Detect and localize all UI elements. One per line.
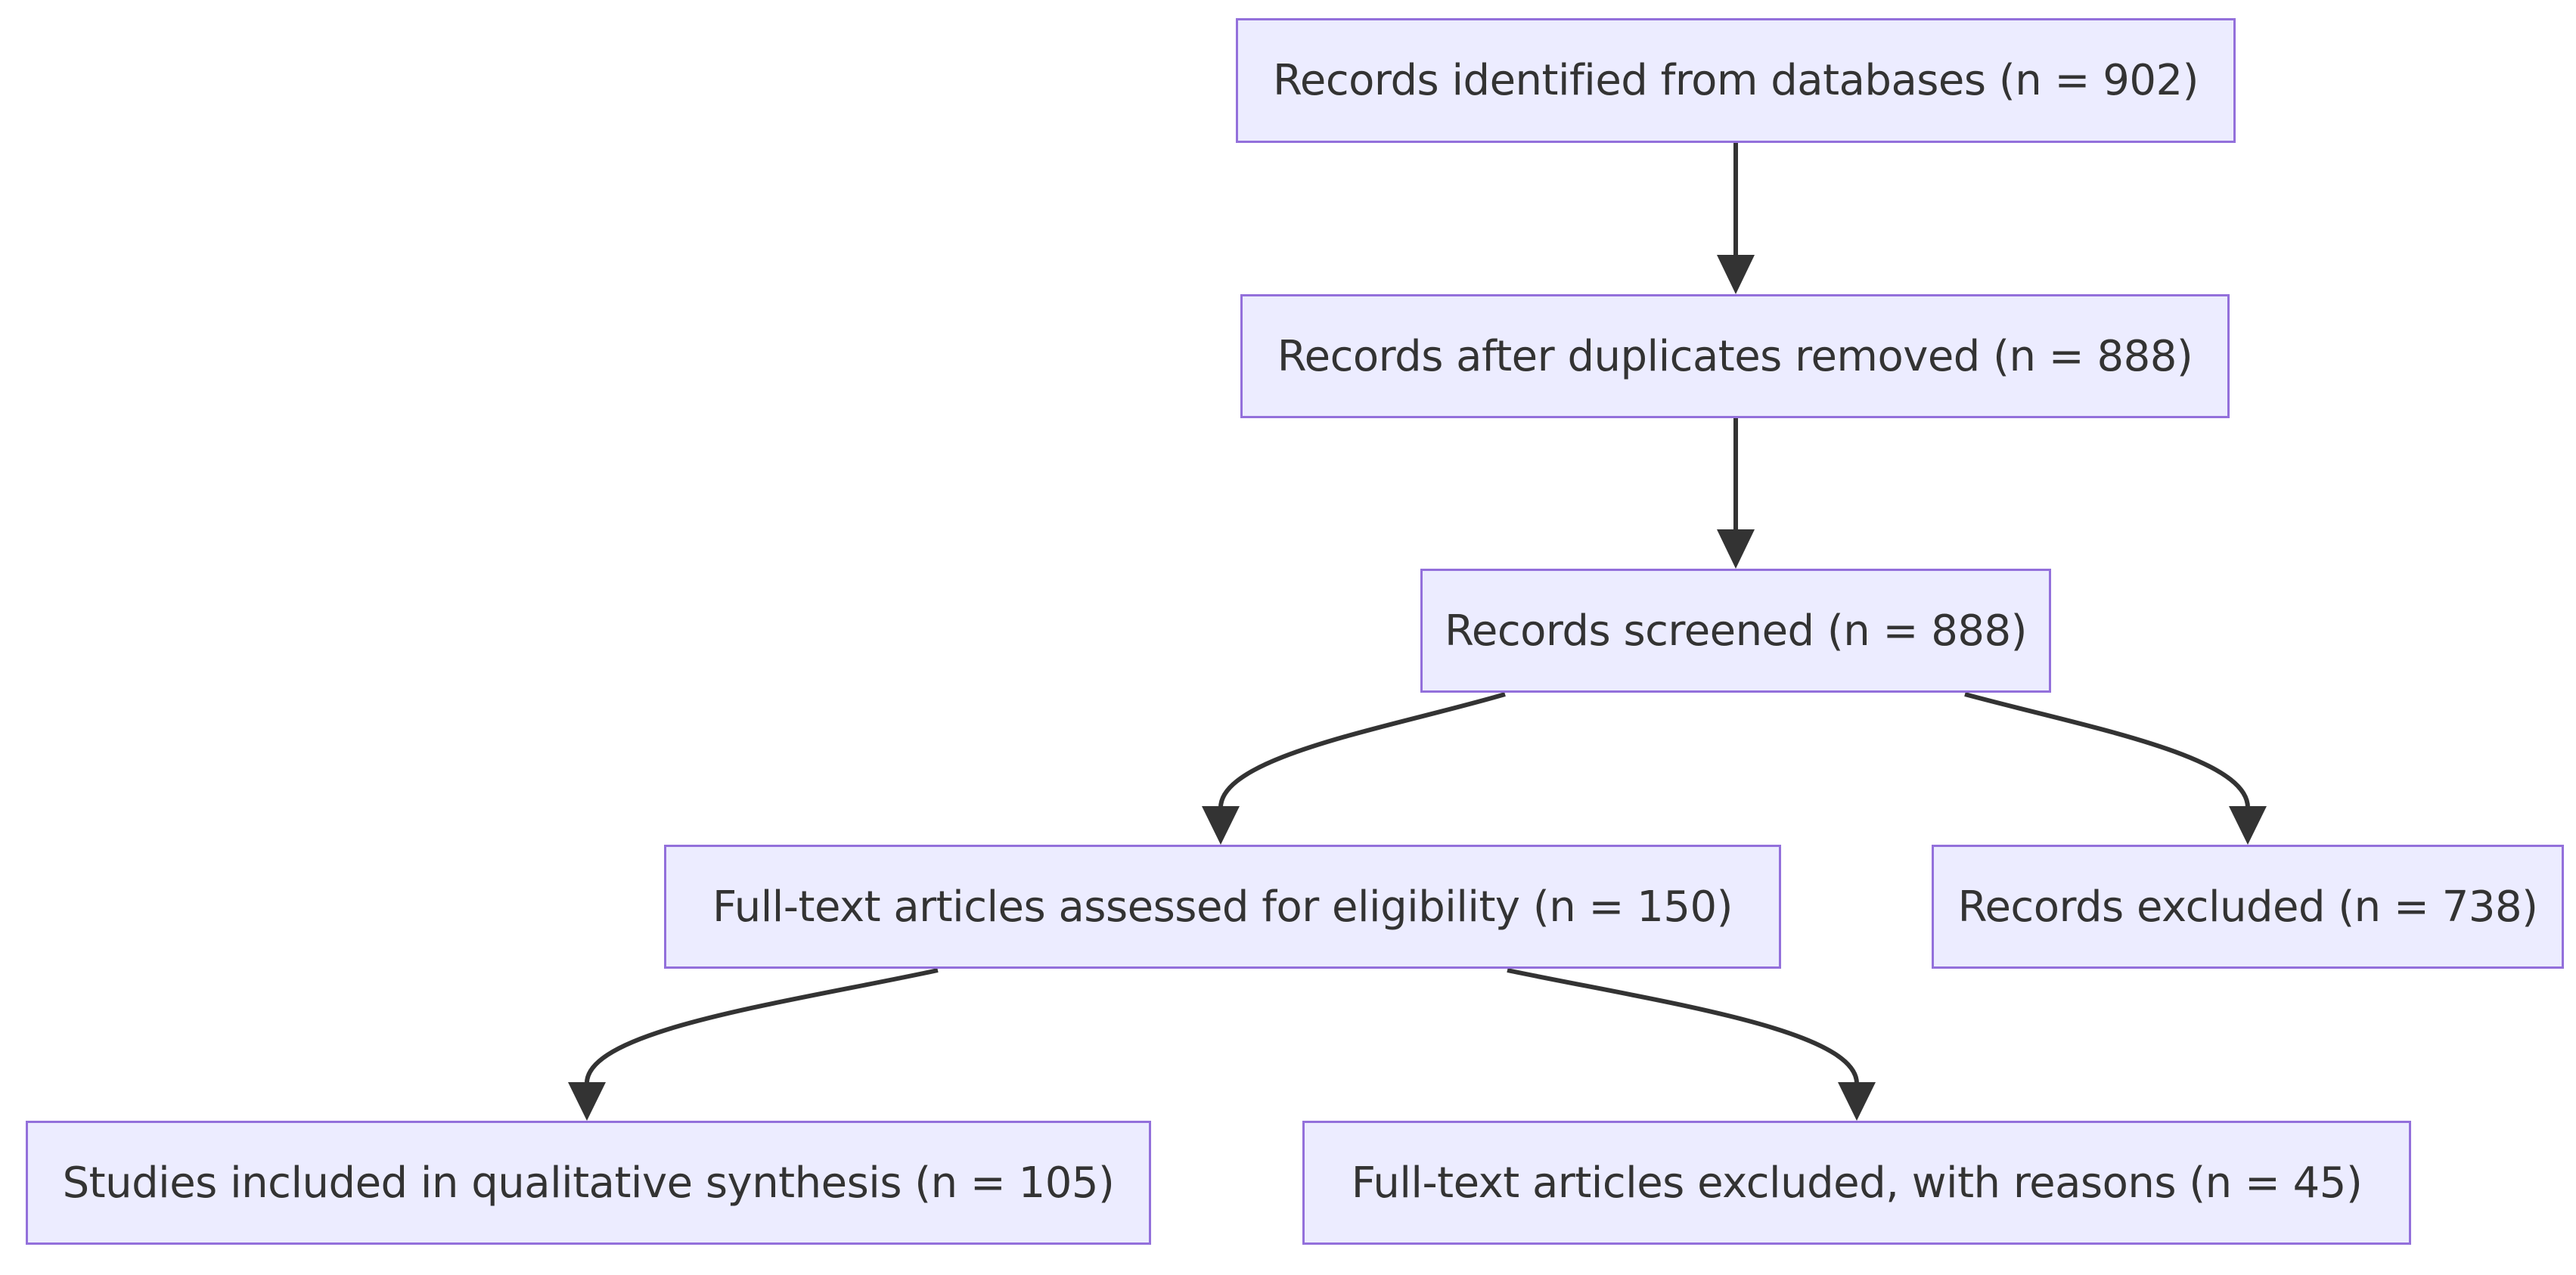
arrowhead-excluded <box>2229 806 2267 845</box>
edge-screened-to-fulltext <box>1218 692 1506 810</box>
arrowhead-included <box>568 1082 606 1121</box>
node-records-screened-label: Records screened (n = 888) <box>1444 606 2028 656</box>
node-fulltext-excluded-label: Full-text articles excluded, with reason… <box>1351 1158 2363 1208</box>
node-records-screened: Records screened (n = 888) <box>1420 569 2051 693</box>
edge-fulltext-to-fulltext-excluded <box>1507 968 1860 1086</box>
edge-screened-to-excluded <box>1964 692 2251 810</box>
node-records-excluded: Records excluded (n = 738) <box>1932 845 2564 969</box>
edge-fulltext-to-included <box>584 968 939 1086</box>
node-fulltext-assessed: Full-text articles assessed for eligibil… <box>664 845 1781 969</box>
node-fulltext-assessed-label: Full-text articles assessed for eligibil… <box>712 882 1733 932</box>
arrowhead-fulltext-excluded <box>1838 1082 1876 1121</box>
node-studies-included: Studies included in qualitative synthesi… <box>26 1121 1151 1245</box>
node-fulltext-excluded: Full-text articles excluded, with reason… <box>1302 1121 2411 1245</box>
node-records-excluded-label: Records excluded (n = 738) <box>1957 882 2538 932</box>
arrowhead-screened <box>1717 529 1755 569</box>
arrowhead-fulltext <box>1202 806 1240 845</box>
node-records-identified-label: Records identified from databases (n = 9… <box>1273 56 2199 105</box>
node-duplicates-removed-label: Records after duplicates removed (n = 88… <box>1277 331 2193 381</box>
node-duplicates-removed: Records after duplicates removed (n = 88… <box>1240 294 2230 418</box>
node-records-identified: Records identified from databases (n = 9… <box>1236 18 2236 143</box>
arrowhead-deduplicated <box>1717 255 1755 294</box>
node-studies-included-label: Studies included in qualitative synthesi… <box>62 1158 1115 1208</box>
